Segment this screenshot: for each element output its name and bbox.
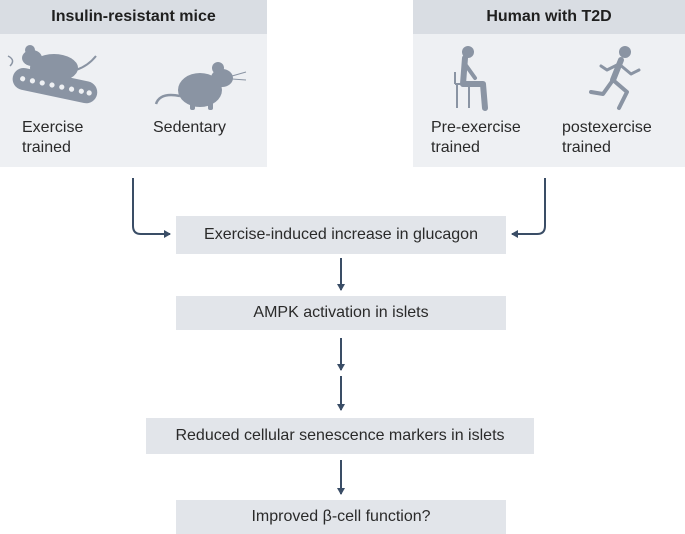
post-caption-line2: trained bbox=[562, 139, 611, 156]
arrow-human-to-glucagon bbox=[511, 178, 546, 238]
post-caption-line1: postexercise bbox=[562, 119, 652, 136]
human-icons bbox=[454, 46, 641, 111]
step-ampk-activation: AMPK activation in islets bbox=[176, 296, 506, 330]
mice-icons bbox=[7, 45, 247, 110]
sedentary-mouse-icon bbox=[154, 62, 247, 110]
human-panel: Human with T2D Pre-exercise trained post… bbox=[413, 0, 685, 167]
exercise-caption-line1: Exercise bbox=[22, 119, 84, 136]
pre-caption-line2: trained bbox=[431, 139, 480, 156]
pre-caption-line1: Pre-exercise bbox=[431, 119, 521, 136]
mice-panel-title: Insulin-resistant mice bbox=[0, 0, 267, 34]
post-exercise-caption: postexercise trained bbox=[562, 118, 652, 158]
step-senescence-markers: Reduced cellular senescence markers in i… bbox=[146, 418, 534, 454]
pre-exercise-caption: Pre-exercise trained bbox=[431, 118, 521, 158]
sedentary-caption: Sedentary bbox=[153, 119, 226, 136]
exercise-caption-line2: trained bbox=[22, 139, 71, 156]
seated-person-icon bbox=[454, 46, 488, 111]
arrow-mice-to-glucagon bbox=[132, 178, 171, 238]
mice-panel: Insulin-resistant mice bbox=[0, 0, 267, 167]
exercise-trained-caption: Exercise trained bbox=[22, 118, 83, 158]
human-panel-title: Human with T2D bbox=[413, 0, 685, 34]
running-person-icon bbox=[589, 46, 641, 110]
treadmill-mouse-icon bbox=[7, 45, 98, 104]
step-beta-cell-function: Improved β-cell function? bbox=[176, 500, 506, 534]
step-glucagon-increase: Exercise-induced increase in glucagon bbox=[176, 216, 506, 254]
